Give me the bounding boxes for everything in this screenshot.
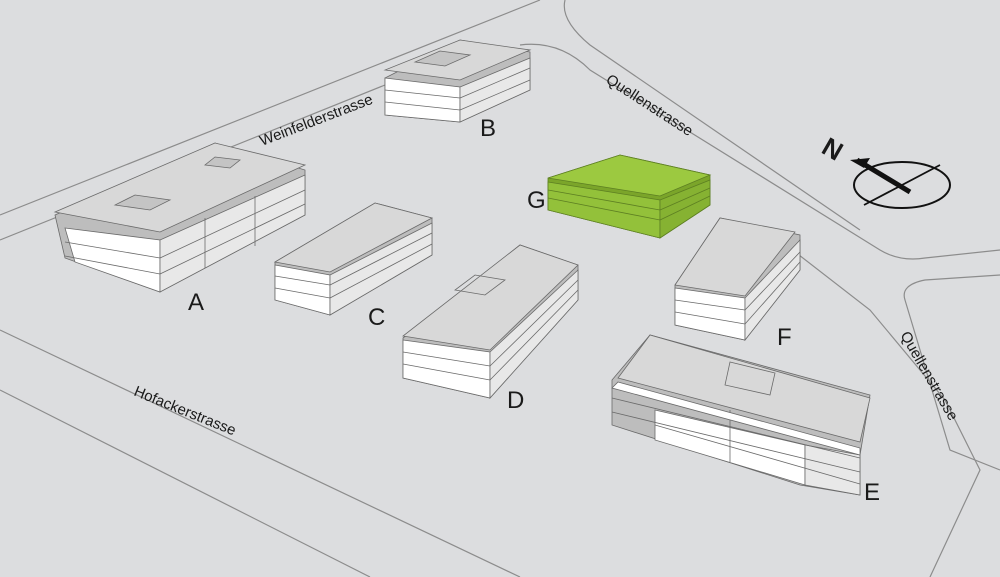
building-label-b: B (480, 115, 496, 142)
building-label-f: F (777, 324, 792, 351)
building-label-c: C (368, 304, 385, 331)
arrow-head-icon (850, 158, 870, 168)
building-label-a: A (188, 289, 204, 316)
building-g-highlighted (547, 154, 712, 239)
building-e (611, 334, 871, 496)
building-b (383, 39, 532, 123)
building-label-e: E (864, 479, 880, 506)
building-a (53, 142, 307, 293)
building-label-d: D (507, 387, 524, 414)
building-label-g: G (527, 187, 546, 214)
building-d (402, 244, 579, 400)
building-f (674, 217, 801, 342)
building-c (273, 202, 434, 316)
